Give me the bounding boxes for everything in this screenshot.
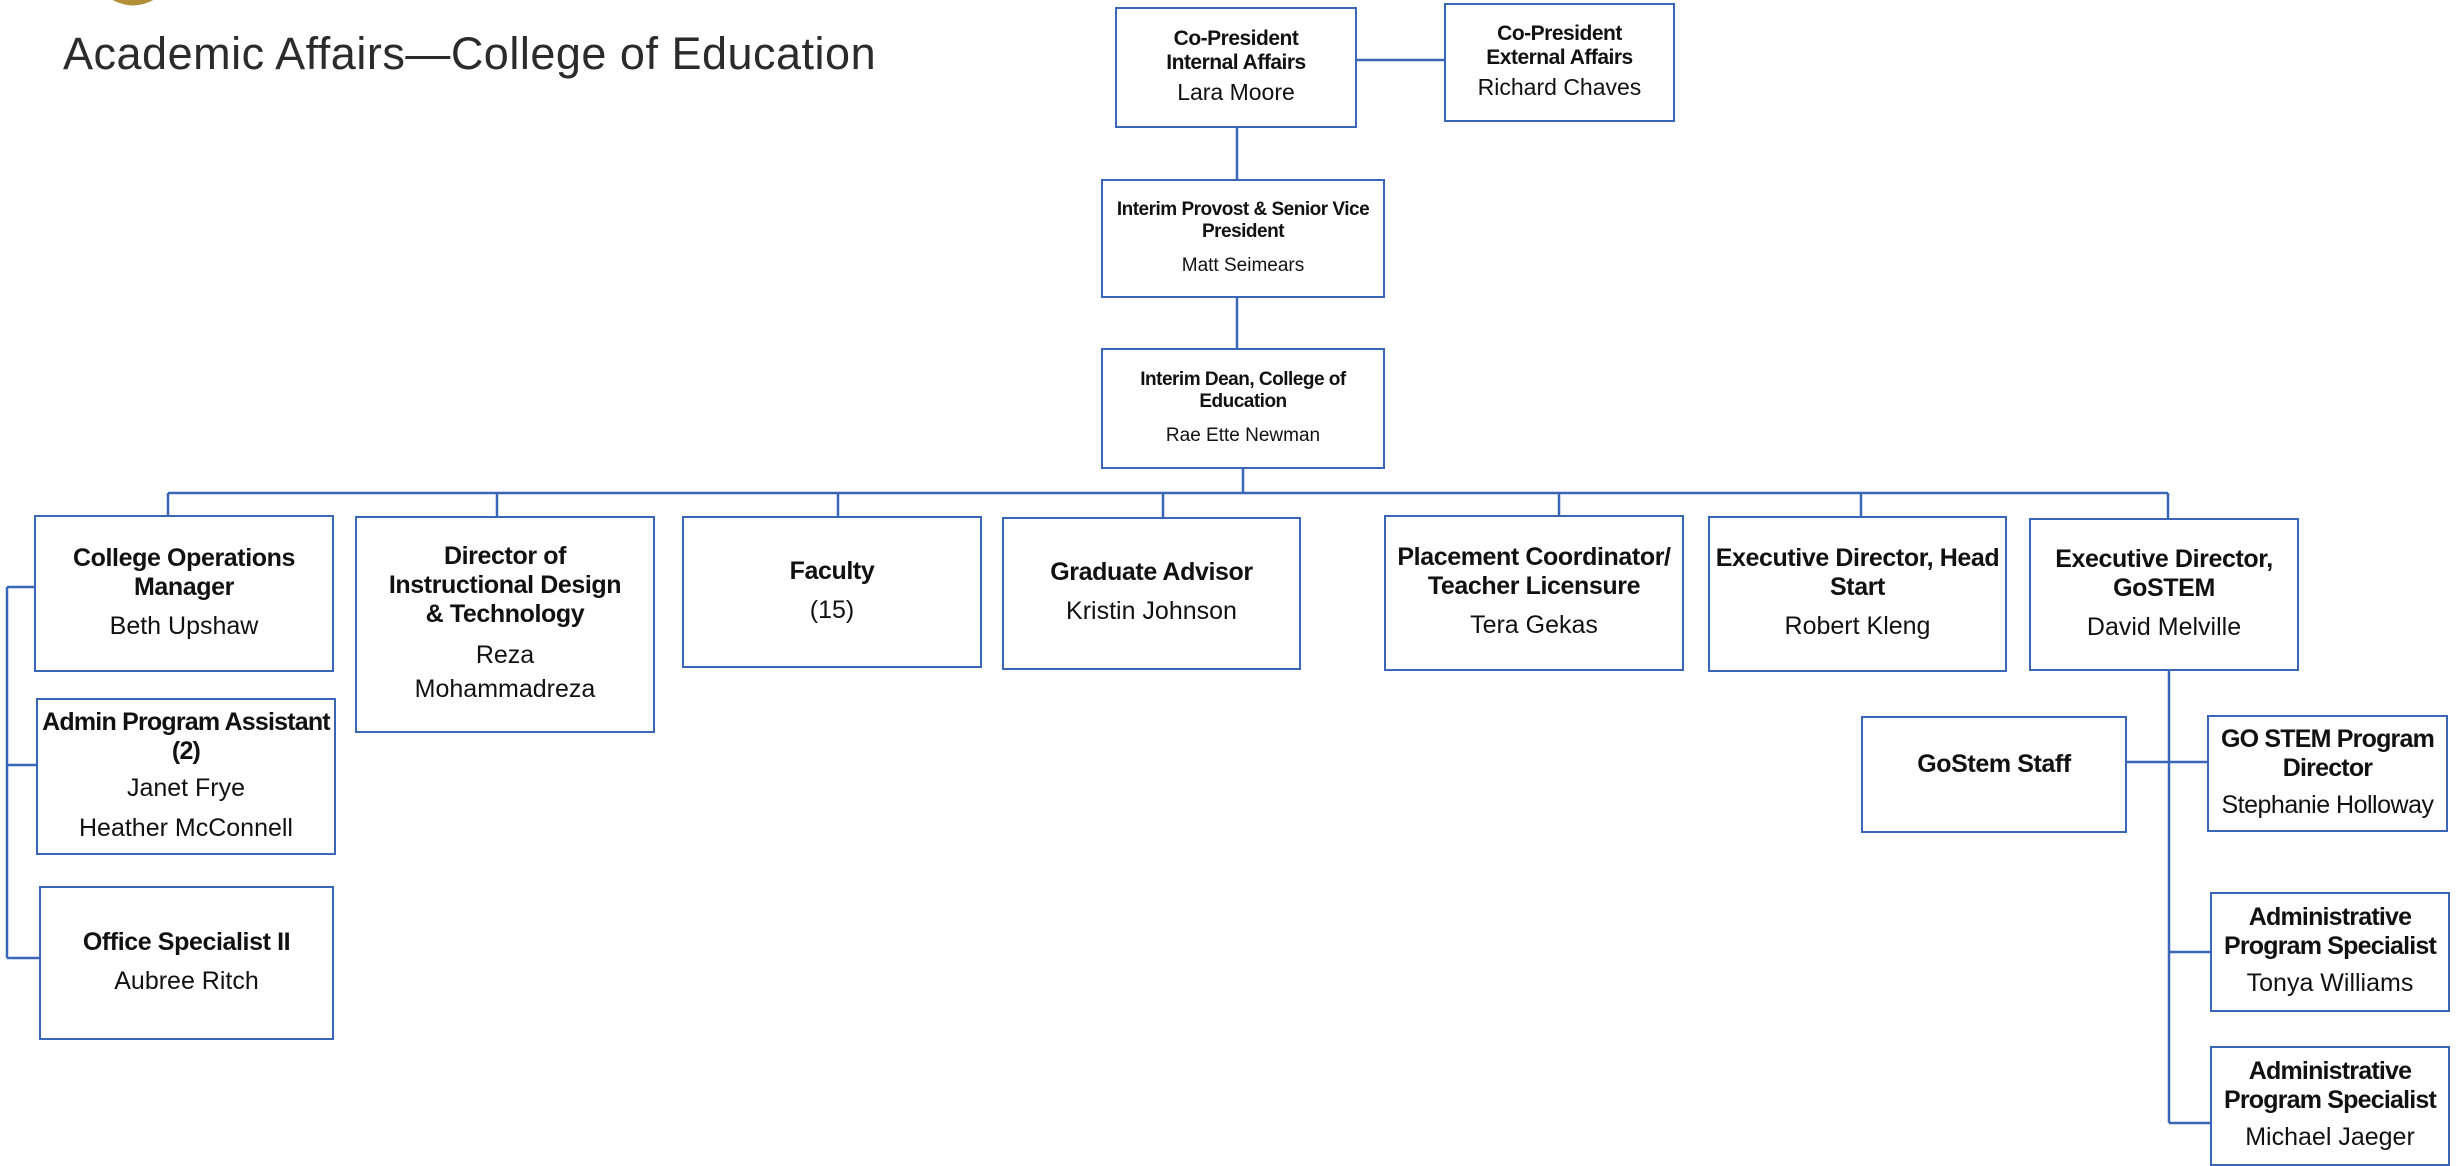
admin-specialist-michael-title: Administrative Program Specialist bbox=[2223, 1057, 2437, 1115]
page-title: Academic Affairs—College of Education bbox=[63, 28, 877, 79]
gostem-director-name: David Melville bbox=[2086, 612, 2242, 641]
admin-specialist-tonya-box: Administrative Program Specialist Tonya … bbox=[2210, 892, 2450, 1012]
gostem-staff-title: GoStem Staff bbox=[1917, 750, 2071, 778]
director-instructional-title: Director of Instructional Design & Techn… bbox=[388, 542, 622, 629]
gostem-director-box: Executive Director, GoSTEM David Melvill… bbox=[2029, 518, 2299, 671]
operations-manager-title: College Operations Manager bbox=[72, 543, 295, 601]
faculty-count: (15) bbox=[809, 595, 855, 624]
faculty-box: Faculty (15) bbox=[682, 516, 982, 668]
office-specialist-box: Office Specialist II Aubree Ritch bbox=[39, 886, 334, 1040]
graduate-advisor-box: Graduate Advisor Kristin Johnson bbox=[1002, 517, 1301, 670]
operations-manager-box: College Operations Manager Beth Upshaw bbox=[34, 515, 334, 672]
admin-program-assistant-name-1: Janet Frye bbox=[126, 773, 246, 802]
gostem-director-title: Executive Director, GoSTEM bbox=[2055, 544, 2273, 602]
office-specialist-title: Office Specialist II bbox=[82, 927, 291, 956]
interim-provost-title: Interim Provost & Senior Vice President bbox=[1116, 198, 1370, 242]
graduate-advisor-name: Kristin Johnson bbox=[1066, 597, 1237, 626]
head-start-box: Executive Director, Head Start Robert Kl… bbox=[1708, 516, 2007, 672]
admin-program-assistant-title: Admin Program Assistant (2) bbox=[42, 707, 330, 765]
faculty-title: Faculty bbox=[789, 556, 875, 585]
graduate-advisor-title: Graduate Advisor bbox=[1050, 558, 1253, 587]
co-president-external-name: Richard Chaves bbox=[1477, 74, 1642, 101]
director-instructional-box: Director of Instructional Design & Techn… bbox=[355, 516, 655, 733]
operations-manager-name: Beth Upshaw bbox=[109, 611, 259, 640]
admin-program-assistant-name-2: Heather McConnell bbox=[79, 813, 293, 842]
interim-provost-box: Interim Provost & Senior Vice President … bbox=[1101, 179, 1385, 298]
placement-coordinator-name: Tera Gekas bbox=[1470, 611, 1598, 640]
interim-dean-title: Interim Dean, College of Education bbox=[1140, 368, 1346, 412]
co-president-internal-name: Lara Moore bbox=[1177, 79, 1295, 106]
director-instructional-name: Reza Mohammadreza bbox=[414, 641, 596, 703]
placement-coordinator-title: Placement Coordinator/ Teacher Licensure bbox=[1397, 543, 1671, 601]
placement-coordinator-box: Placement Coordinator/ Teacher Licensure… bbox=[1384, 515, 1684, 671]
co-president-external-box: Co-President External Affairs Richard Ch… bbox=[1444, 3, 1675, 122]
admin-specialist-michael-name: Michael Jaeger bbox=[2245, 1123, 2415, 1152]
gostem-program-director-title: GO STEM Program Director bbox=[2220, 724, 2435, 782]
gostem-program-director-box: GO STEM Program Director Stephanie Hollo… bbox=[2207, 715, 2448, 832]
co-president-internal-box: Co-President Internal Affairs Lara Moore bbox=[1115, 7, 1357, 128]
head-start-title: Executive Director, Head Start bbox=[1715, 544, 2000, 602]
interim-dean-name: Rae Ette Newman bbox=[1165, 424, 1321, 446]
interim-provost-name: Matt Seimears bbox=[1181, 254, 1305, 276]
interim-dean-box: Interim Dean, College of Education Rae E… bbox=[1101, 348, 1385, 469]
co-president-external-title: Co-President External Affairs bbox=[1486, 21, 1633, 69]
head-start-name: Robert Kleng bbox=[1784, 612, 1931, 641]
admin-specialist-tonya-name: Tonya Williams bbox=[2246, 969, 2414, 998]
gostem-program-director-name: Stephanie Holloway bbox=[2221, 790, 2434, 819]
admin-specialist-tonya-title: Administrative Program Specialist bbox=[2223, 903, 2437, 961]
office-specialist-name: Aubree Ritch bbox=[114, 966, 259, 995]
admin-program-assistant-box: Admin Program Assistant (2) Janet Frye H… bbox=[36, 698, 336, 855]
gostem-staff-box: GoStem Staff bbox=[1861, 716, 2127, 833]
admin-specialist-michael-box: Administrative Program Specialist Michae… bbox=[2210, 1046, 2450, 1166]
co-president-internal-title: Co-President Internal Affairs bbox=[1166, 26, 1306, 74]
